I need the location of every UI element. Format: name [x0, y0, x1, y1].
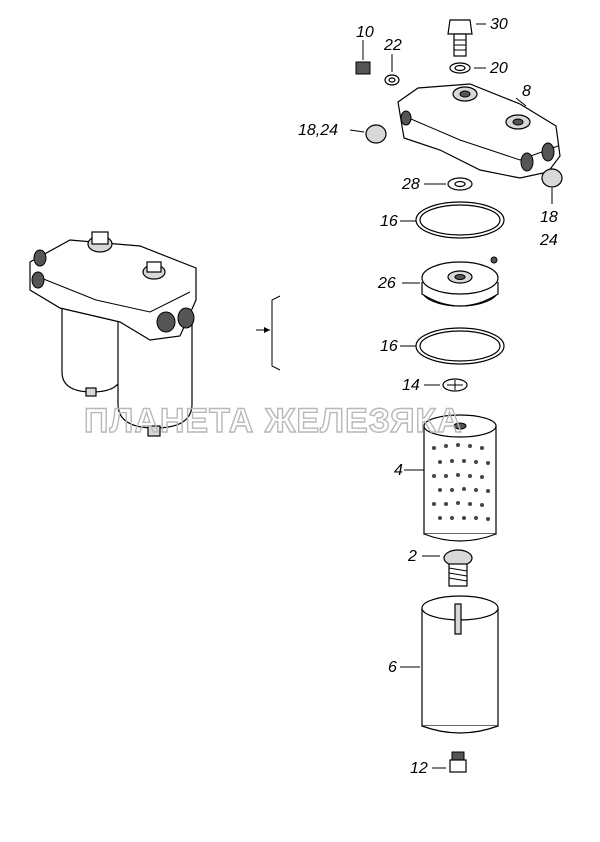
callout-4: 4	[394, 462, 403, 479]
callout-12: 12	[410, 760, 428, 777]
part-16-seal-lower	[415, 327, 505, 365]
part-26-cover	[421, 256, 499, 307]
watermark-text: ПЛАНЕТА ЖЕЛЕЗЯКА	[84, 402, 463, 440]
part-4-filter-element	[423, 414, 497, 542]
part-30-bolt	[447, 19, 473, 57]
part-20-washer	[449, 62, 471, 74]
part-2-valve	[443, 549, 473, 587]
part-28-washer	[447, 177, 473, 191]
part-16-seal-upper	[415, 201, 505, 239]
callout-10: 10	[356, 24, 374, 41]
callout-18: 18	[540, 209, 558, 226]
part-18-24-plug-left	[365, 124, 387, 144]
callout-28: 28	[401, 176, 420, 193]
assembled-filter	[29, 231, 197, 437]
callout-20: 20	[489, 60, 508, 77]
callout-16-lower: 16	[380, 338, 398, 355]
callout-30: 30	[490, 16, 508, 33]
part-12-drain-plug	[449, 751, 467, 773]
part-22-washer	[384, 54, 400, 86]
part-18-24-plug-right	[541, 168, 563, 204]
callout-6: 6	[388, 659, 397, 676]
callout-14: 14	[402, 377, 420, 394]
callout-18-24: 18,24	[298, 122, 338, 139]
callout-26: 26	[377, 275, 396, 292]
part-10-plug	[355, 40, 371, 75]
callout-2: 2	[407, 548, 417, 565]
part-8-filter-head	[397, 83, 561, 179]
callout-24: 24	[539, 232, 558, 249]
callout-16-upper: 16	[380, 213, 398, 230]
part-14-clip	[442, 378, 468, 392]
callout-22: 22	[383, 37, 402, 54]
part-6-bowl	[421, 595, 499, 734]
callout-8: 8	[522, 83, 531, 100]
assembly-bracket	[256, 295, 281, 371]
